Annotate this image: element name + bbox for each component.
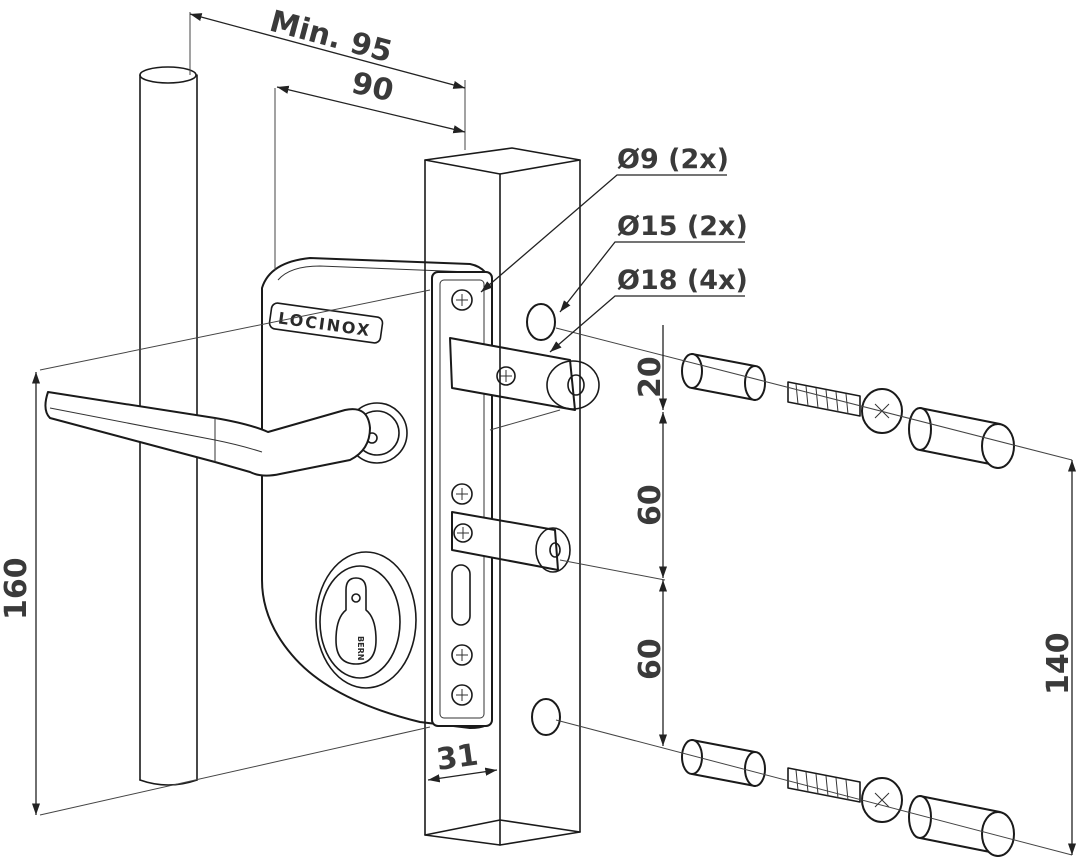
dimension-lines [31,13,1077,855]
door-handle [44,391,371,477]
dim-60-lower: 60 [633,638,668,680]
square-tube-profile [424,147,581,846]
callout-hole-15: Ø15 (2x) [617,211,748,242]
dim-20: 20 [633,356,668,398]
dim-140: 140 [1041,632,1076,695]
dim-31: 31 [434,737,480,777]
callout-hole-9: Ø9 (2x) [617,144,729,175]
callout-hole-18: Ø18 (4x) [617,265,748,296]
cylinder-label: BERN [356,636,365,660]
bottom-fixing-set [681,739,1015,857]
latch-bolt [449,337,600,411]
dim-60-upper: 60 [633,484,668,526]
callout-leaders [480,174,745,353]
top-fixing-set [681,353,1015,469]
dead-bolt [451,511,571,573]
dim-90: 90 [348,66,397,109]
dim-min-95: Min. 95 [266,4,396,70]
dim-160: 160 [0,557,34,620]
